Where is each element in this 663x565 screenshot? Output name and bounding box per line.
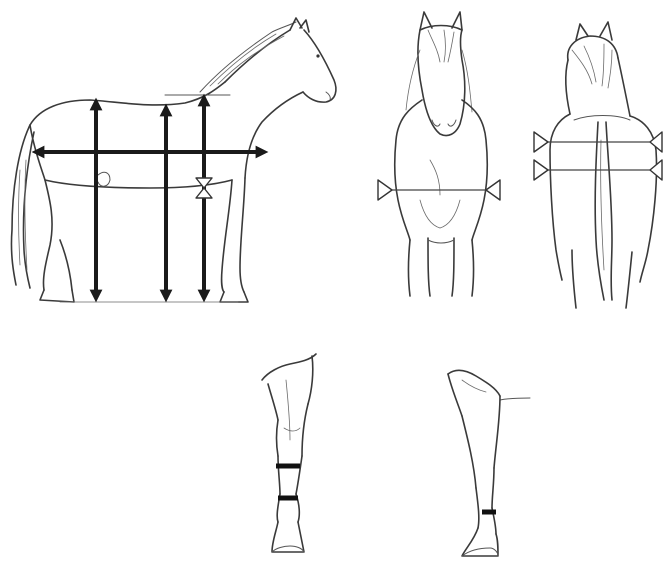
front-view-horse [395, 12, 488, 296]
rear-bow-left-lower [534, 160, 548, 180]
rear-view-horse [550, 22, 657, 308]
rear-view-tapes [534, 132, 662, 180]
front-leg-detail [262, 354, 316, 552]
side-tape-marker [196, 178, 212, 198]
hind-leg-detail [448, 370, 530, 556]
front-bow-right [486, 180, 500, 200]
side-view-horse [11, 18, 335, 302]
side-view-arrows [38, 100, 262, 296]
front-bow-left [378, 180, 392, 200]
rear-bow-left-upper [534, 132, 548, 152]
